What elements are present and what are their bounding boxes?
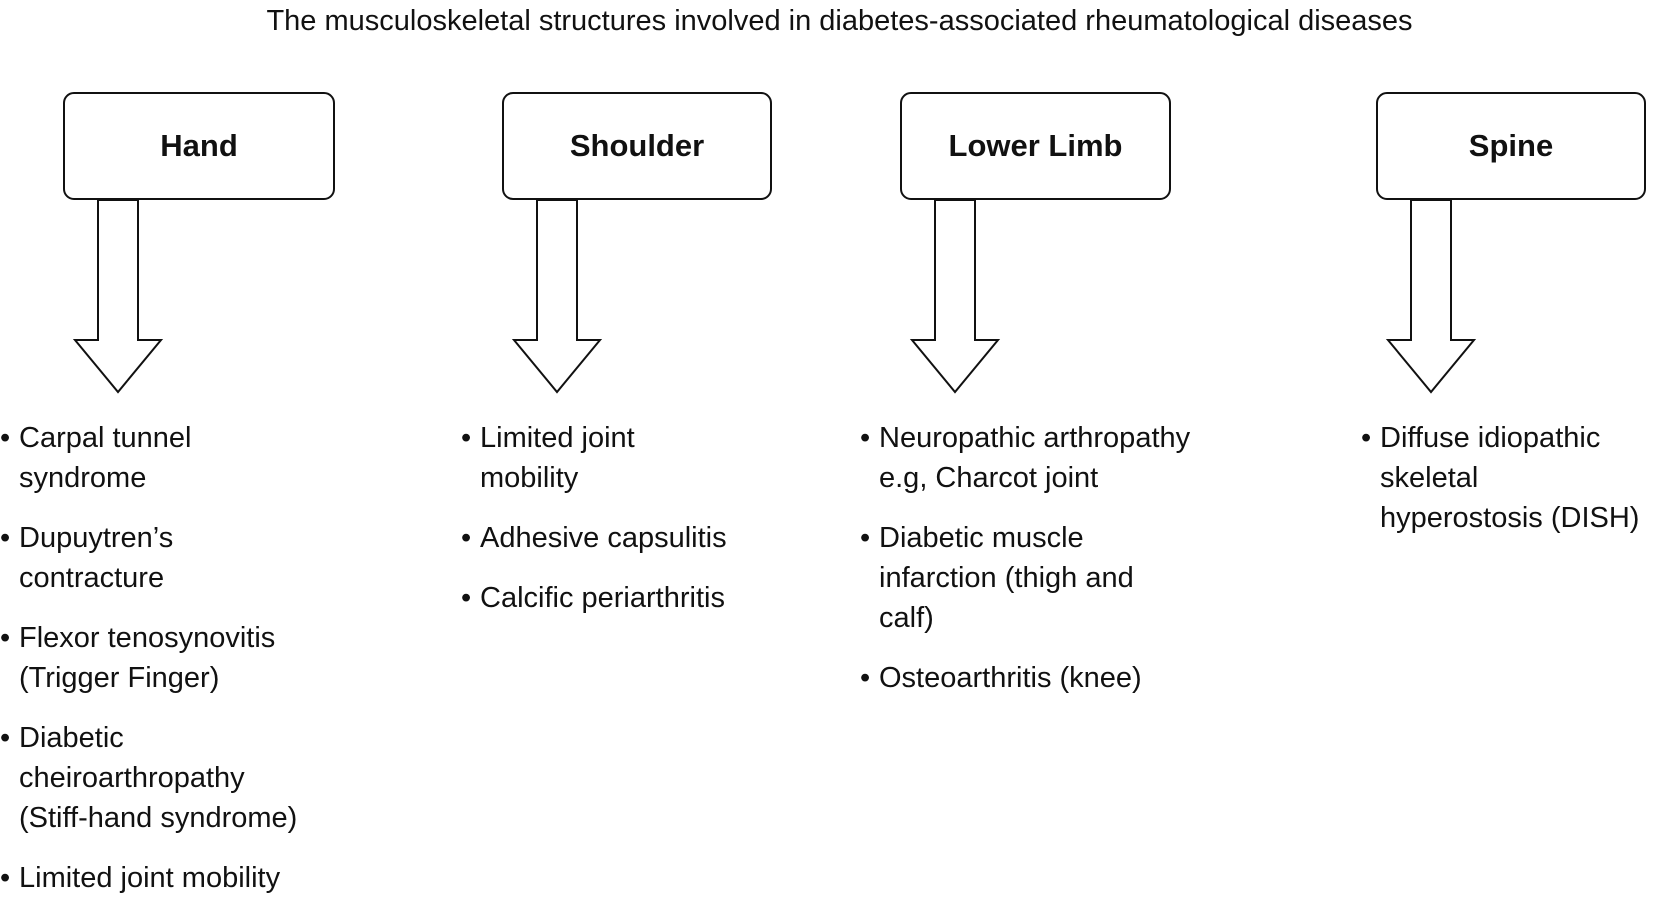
condition-line: (Stiff-hand syndrome) bbox=[19, 802, 298, 834]
shoulder-conditions-list: Limited joint mobilityAdhesive capsulitis… bbox=[461, 418, 727, 638]
category-box-hand: Hand bbox=[63, 92, 335, 200]
lower-limb-conditions-list: Neuropathic arthropathy e.g, Charcot join… bbox=[860, 418, 1190, 718]
condition-line: Diffuse idiopathic bbox=[1380, 422, 1601, 454]
spine-conditions-list: Diffuse idiopathic skeletal hyperostosis (… bbox=[1361, 418, 1639, 558]
arrow-shoulder bbox=[511, 199, 603, 394]
condition-line: Diabetic bbox=[19, 722, 124, 754]
condition-line: Carpal tunnel bbox=[19, 422, 192, 454]
condition-line: Limited joint bbox=[480, 422, 635, 454]
condition-item: Dupuytren’s contracture bbox=[0, 518, 297, 598]
condition-item: Diffuse idiopathic skeletal hyperostosis (… bbox=[1361, 418, 1639, 538]
condition-item: Limited joint mobility bbox=[461, 418, 727, 498]
condition-item: Calcific periarthritis bbox=[461, 578, 727, 618]
condition-item: Diabetic cheiroarthropathy (Stiff-hand syn… bbox=[0, 718, 297, 838]
condition-item: Adhesive capsulitis bbox=[461, 518, 727, 558]
category-box-lower-limb: Lower Limb bbox=[900, 92, 1171, 200]
condition-line: Osteoarthritis (knee) bbox=[879, 662, 1142, 694]
condition-line: Neuropathic arthropathy bbox=[879, 422, 1191, 454]
category-box-spine: Spine bbox=[1376, 92, 1646, 200]
arrow-spine bbox=[1385, 199, 1477, 394]
condition-item: Flexor tenosynovitis (Trigger Finger) bbox=[0, 618, 297, 698]
condition-item: Diabetic muscle infarction (thigh and calf… bbox=[860, 518, 1190, 638]
condition-item: Osteoarthritis (knee) bbox=[860, 658, 1190, 698]
condition-line: Flexor tenosynovitis bbox=[19, 622, 276, 654]
condition-line: mobility bbox=[480, 462, 579, 494]
condition-line: skeletal bbox=[1380, 462, 1479, 494]
arrow-hand bbox=[72, 199, 164, 394]
condition-line: hyperostosis (DISH) bbox=[1380, 502, 1640, 534]
category-box-shoulder: Shoulder bbox=[502, 92, 772, 200]
condition-item: Limited joint mobility bbox=[0, 858, 297, 898]
hand-conditions-list: Carpal tunnel syndromeDupuytren’s contract… bbox=[0, 418, 297, 918]
condition-line: cheiroarthropathy bbox=[19, 762, 245, 794]
condition-line: infarction (thigh and bbox=[879, 562, 1134, 594]
condition-line: (Trigger Finger) bbox=[19, 662, 220, 694]
condition-line: Dupuytren’s bbox=[19, 522, 174, 554]
diagram-title: The musculoskeletal structures involved … bbox=[266, 5, 1413, 37]
condition-line: calf) bbox=[879, 602, 934, 634]
condition-line: contracture bbox=[19, 562, 165, 594]
condition-line: syndrome bbox=[19, 462, 147, 494]
condition-item: Neuropathic arthropathy e.g, Charcot join… bbox=[860, 418, 1190, 498]
condition-line: e.g, Charcot joint bbox=[879, 462, 1099, 494]
condition-line: Calcific periarthritis bbox=[480, 582, 725, 614]
condition-item: Carpal tunnel syndrome bbox=[0, 418, 297, 498]
condition-line: Adhesive capsulitis bbox=[480, 522, 727, 554]
arrow-layer bbox=[72, 199, 1477, 394]
condition-line: Limited joint mobility bbox=[19, 862, 281, 894]
condition-line: Diabetic muscle bbox=[879, 522, 1084, 554]
arrow-lower-limb bbox=[909, 199, 1001, 394]
